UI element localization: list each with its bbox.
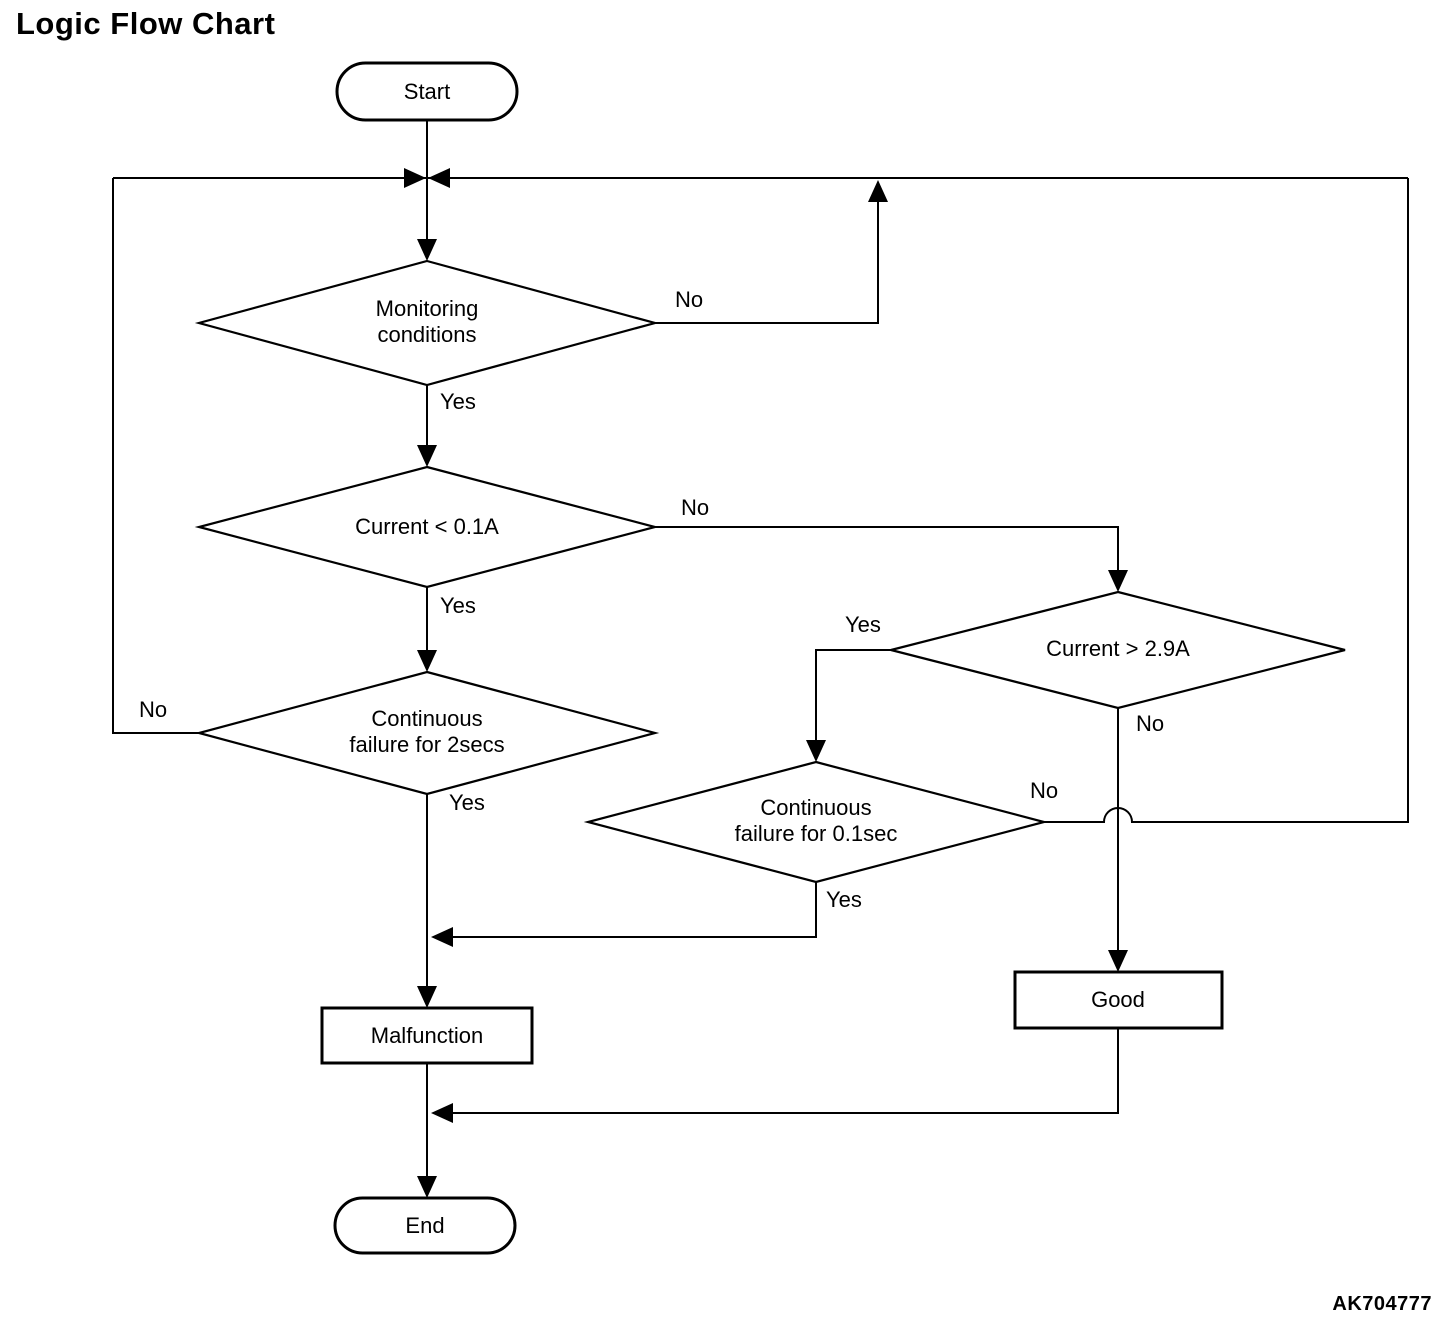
current-above-2-9a-diamond	[890, 590, 1346, 710]
edge-good-arrowhead-icon	[431, 1103, 453, 1123]
continuous-failure-2secs-diamond	[194, 670, 660, 796]
edge-monitoring-yes-arrowhead-icon	[417, 445, 437, 467]
continuous-failure-2secs-label: Continuous failure for 2secs	[349, 706, 505, 757]
edge-current-high-no-arrowhead-icon	[1108, 950, 1128, 972]
merge-arrow-left-icon	[428, 168, 450, 188]
edge-monitoring-no	[655, 202, 879, 324]
current-below-0-1a-label: Current < 0.1A	[355, 514, 499, 540]
end-terminator-shape	[333, 1196, 517, 1255]
edge-start-to-monitoring-arrowhead-icon	[417, 239, 437, 261]
monitoring-conditions-diamond	[194, 259, 660, 387]
malfunction-label: Malfunction	[370, 1023, 484, 1049]
current-low-yes-label: Yes	[440, 593, 476, 618]
monitoring-conditions-label: Monitoring conditions	[375, 296, 479, 347]
end-label: End	[405, 1213, 445, 1239]
current-below-0-1a-diamond	[194, 465, 660, 589]
edge-good-to-end-column	[453, 1028, 1119, 1114]
edge-fail01-yes	[453, 882, 817, 938]
fail2-yes-label: Yes	[449, 790, 485, 815]
monitoring-yes-label: Yes	[440, 389, 476, 414]
edge-fail2-yes-arrowhead-icon	[417, 986, 437, 1008]
edge-current-low-no	[655, 526, 1119, 571]
malfunction-process-box	[320, 1006, 534, 1065]
continuous-failure-0-1sec-diamond	[583, 760, 1049, 884]
figure-code: AK704777	[1332, 1293, 1432, 1315]
continuous-failure-0-1sec-label: Continuous failure for 0.1sec	[734, 795, 898, 846]
fail2-no-label: No	[139, 697, 168, 722]
left-return-rail	[112, 178, 199, 734]
edge-current-low-yes-arrowhead-icon	[417, 650, 437, 672]
good-process-box	[1013, 970, 1224, 1030]
monitoring-no-label: No	[675, 287, 704, 312]
good-label: Good	[1091, 987, 1145, 1013]
edge-current-high-yes	[815, 649, 891, 741]
edge-monitoring-no-arrowhead-icon	[868, 180, 888, 202]
current-high-yes-label: Yes	[845, 612, 881, 637]
edge-fail01-no-with-bridge-hop	[1044, 178, 1409, 823]
fail01-yes-label: Yes	[826, 887, 862, 912]
edge-fail01-yes-arrowhead-icon	[431, 927, 453, 947]
edge-current-low-no-arrowhead-icon	[1108, 570, 1128, 592]
current-high-no-label: No	[1136, 711, 1165, 736]
start-label: Start	[403, 79, 451, 105]
merge-arrow-right-icon	[404, 168, 426, 188]
edge-current-high-yes-arrowhead-icon	[806, 740, 826, 762]
start-terminator-shape	[335, 61, 519, 122]
current-above-2-9a-label: Current > 2.9A	[1046, 636, 1190, 662]
current-low-no-label: No	[681, 495, 710, 520]
page-title: Logic Flow Chart	[16, 6, 276, 41]
fail01-no-label: No	[1030, 778, 1059, 803]
edge-malfunction-to-end-arrowhead-icon	[417, 1176, 437, 1198]
